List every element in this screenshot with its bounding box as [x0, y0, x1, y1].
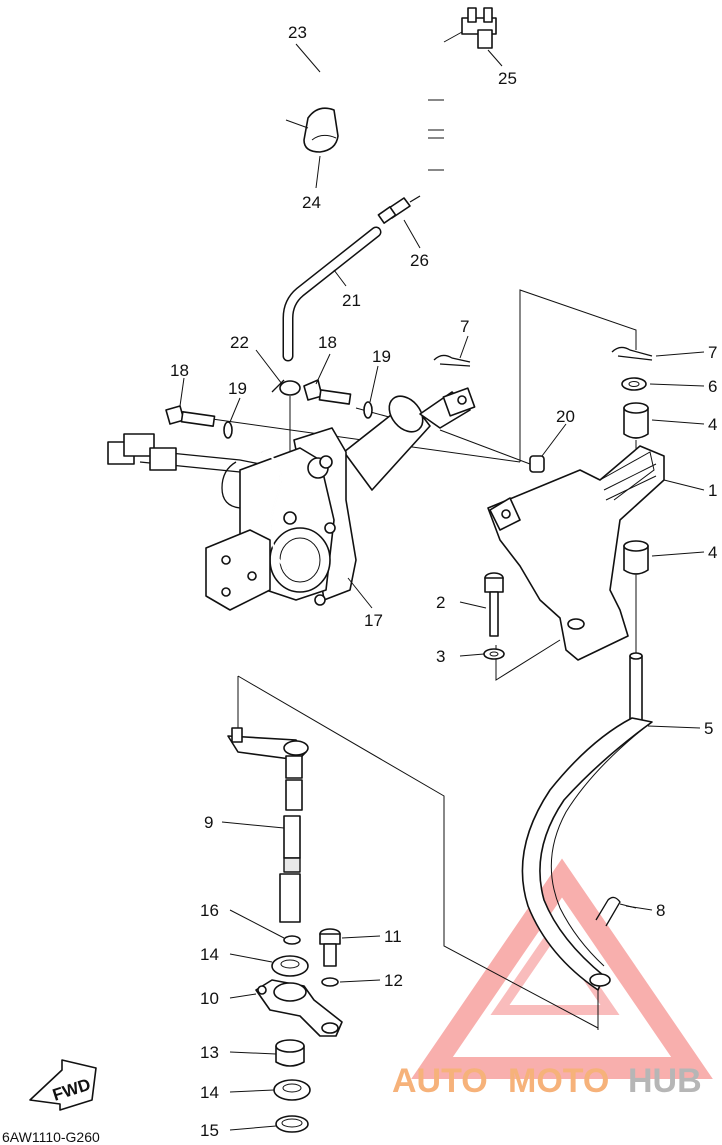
part-number-labels: 23 25 24 26 21 22 18 18 19 19 7 7 6 4 1 … [170, 23, 717, 1140]
seal-part-14-bottom [273, 1079, 311, 1101]
washer-part-19-left [223, 421, 233, 439]
label-part-17: 17 [364, 611, 383, 630]
washer-part-12 [321, 977, 339, 987]
bracket-part-1 [487, 445, 665, 661]
bushing-part-4-bottom [623, 540, 649, 575]
label-part-10: 10 [200, 989, 219, 1008]
washer-part-3 [483, 648, 505, 660]
label-part-13: 13 [200, 1043, 219, 1062]
bushing-part-4-top [623, 402, 649, 439]
shaft-part-9 [227, 727, 309, 923]
bolt-part-2 [484, 572, 504, 637]
label-part-4-bottom: 4 [708, 543, 717, 562]
label-part-12: 12 [384, 971, 403, 990]
cotter-pin-part-7-right [611, 346, 653, 361]
trim-unit-part-17 [107, 387, 476, 611]
label-part-20: 20 [556, 407, 575, 426]
label-part-26: 26 [410, 251, 429, 270]
label-part-19-right: 19 [372, 347, 391, 366]
label-part-11: 11 [384, 927, 402, 946]
washer-part-6 [621, 377, 647, 391]
label-part-19-left: 19 [228, 379, 247, 398]
label-part-9: 9 [204, 813, 213, 832]
label-part-6: 6 [708, 377, 717, 396]
label-part-8: 8 [656, 901, 665, 920]
cotter-pin-part-7-top [433, 354, 471, 367]
reference-lines [204, 289, 637, 1030]
label-part-7-top: 7 [460, 317, 469, 336]
diagram-code: 6AW1110-G260 [2, 1129, 100, 1145]
clip-part-24 [285, 107, 339, 153]
lever-part-10 [255, 979, 343, 1037]
label-part-23: 23 [288, 23, 307, 42]
fitting-part-26 [377, 195, 421, 224]
leader-lines [179, 43, 705, 1131]
label-part-1: 1 [708, 481, 717, 500]
arm-part-5 [521, 652, 653, 991]
washer-part-19-right [363, 401, 373, 419]
label-part-21: 21 [342, 291, 361, 310]
label-part-4-top: 4 [708, 415, 717, 434]
bushing-part-13 [275, 1039, 305, 1067]
hose-part-23 [231, 32, 444, 199]
watermark-text: AUTO MOTO HUB [392, 1062, 702, 1100]
watermark-part-3: HUB [628, 1062, 702, 1100]
watermark-logo [411, 858, 713, 1079]
label-part-2: 2 [436, 593, 445, 612]
label-part-18-right: 18 [318, 333, 337, 352]
seal-part-14-top [271, 955, 309, 977]
label-part-7-right: 7 [708, 343, 717, 362]
bushing-part-20 [529, 455, 545, 473]
label-part-3: 3 [436, 647, 445, 666]
watermark-part-2: MOTO [508, 1062, 609, 1100]
label-part-16: 16 [200, 901, 219, 920]
oring-part-16 [283, 935, 301, 945]
label-part-5: 5 [704, 719, 713, 738]
bolt-part-11 [319, 928, 341, 967]
label-part-25: 25 [498, 69, 517, 88]
clamp-part-25 [443, 7, 497, 49]
circlip-part-15 [275, 1115, 309, 1133]
bolt-part-18-right [303, 379, 352, 405]
bolt-part-18-left [165, 405, 216, 427]
watermark-part-1: AUTO [392, 1062, 488, 1100]
label-part-22: 22 [230, 333, 249, 352]
hose-part-21 [282, 226, 382, 362]
label-part-18-left: 18 [170, 361, 189, 380]
bolt-part-22 [271, 379, 301, 396]
label-part-24: 24 [302, 193, 321, 212]
label-part-14-top: 14 [200, 945, 219, 964]
label-part-15: 15 [200, 1121, 219, 1140]
fwd-arrow-icon: FWD [29, 1059, 97, 1111]
label-part-14-bottom: 14 [200, 1083, 219, 1102]
